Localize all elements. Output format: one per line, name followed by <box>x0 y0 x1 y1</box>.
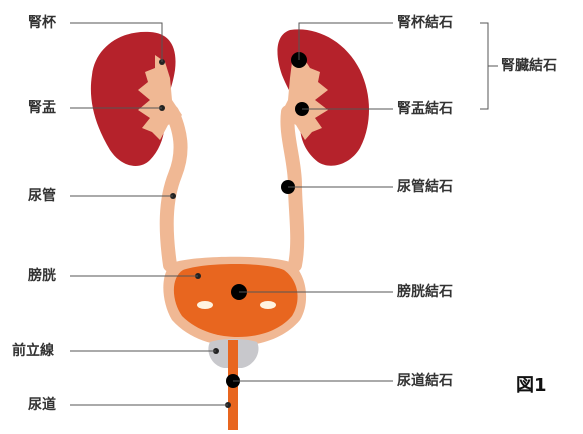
right-ureteral-orifice <box>260 301 276 309</box>
pelvis-stone-label: 腎盂結石 <box>397 101 453 117</box>
figure-label: 図1 <box>516 371 547 397</box>
prostate-label: 前立線 <box>12 343 54 359</box>
kidney-stone-bracket <box>480 23 488 109</box>
ureter-label: 尿管 <box>28 188 56 204</box>
urethra-stone-label: 尿道結石 <box>397 373 453 389</box>
ureter-stone-label: 尿管結石 <box>397 179 453 195</box>
pelvis-label: 腎盂 <box>28 100 56 116</box>
urethra-label: 尿道 <box>28 397 56 413</box>
bladder-label: 膀胱 <box>28 268 56 284</box>
bladder-stone-label: 膀胱結石 <box>397 284 453 300</box>
calyx-stone-label: 腎杯結石 <box>397 15 453 31</box>
left-ureter <box>167 112 181 265</box>
left-ureteral-orifice <box>197 301 213 309</box>
calyx-label: 腎杯 <box>28 15 56 31</box>
kidney-stone-group-label: 腎臓結石 <box>501 58 557 74</box>
